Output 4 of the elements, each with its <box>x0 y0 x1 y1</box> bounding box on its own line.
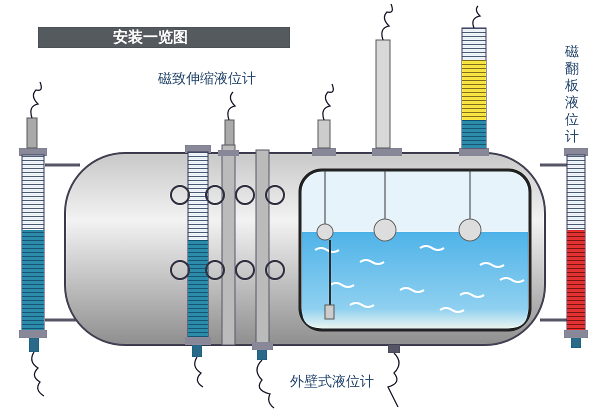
instrument-label: 外壁式液位计 <box>290 373 374 391</box>
instrument-label: 磁翻板液位计 <box>565 44 580 146</box>
instrument-label: 磁致伸缩液位计 <box>158 70 256 88</box>
title-banner: 安装一览图 <box>38 27 290 48</box>
